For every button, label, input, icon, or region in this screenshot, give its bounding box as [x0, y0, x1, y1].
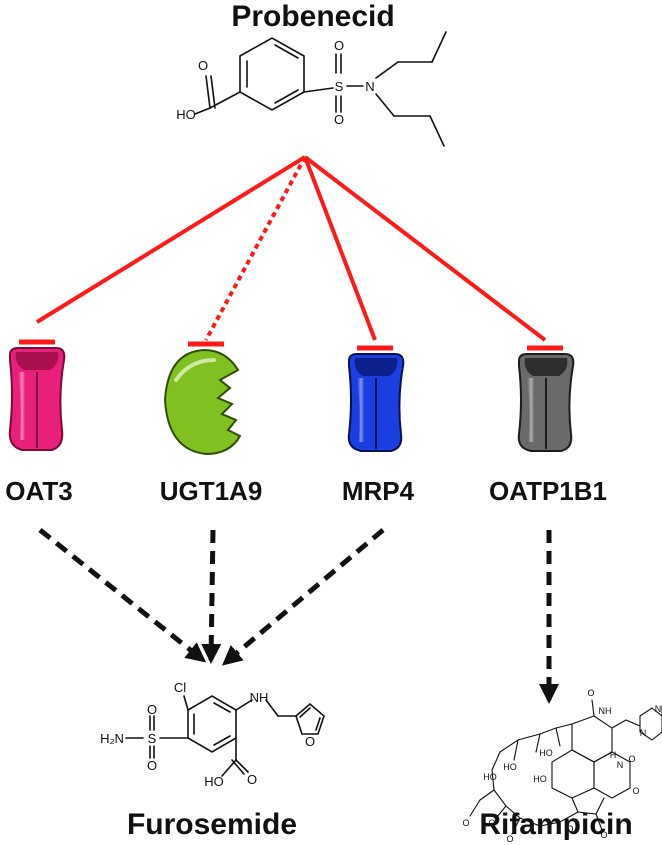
rifampicin-piperazine-n1: N: [640, 728, 647, 738]
probenecid-sulfonyl-oxygen-bottom: O: [334, 112, 344, 127]
arrow-ugt1a9-to-furosemide: [201, 529, 222, 664]
inhibition-line-ugt1a9: [204, 156, 307, 341]
protein-oatp1b1: OATP1B1: [489, 353, 607, 506]
rifampicin-hydroxyl-3: HO: [503, 762, 517, 772]
rifampicin-ketone-oxygen-2: O: [632, 786, 639, 796]
rifampicin-name: Rifampicin: [479, 808, 632, 841]
probenecid-nitrogen: N: [365, 79, 374, 94]
probenecid-sulfur: S: [335, 79, 344, 94]
protein-label-ugt1a9: UGT1A9: [160, 476, 263, 506]
protein-label-oatp1b1: OATP1B1: [489, 476, 607, 506]
rifampicin-imine-h: H: [610, 750, 617, 760]
probenecid-structure: O HO S O O N: [176, 31, 447, 147]
rifampicin-ring-oxygen-1: O: [566, 824, 573, 834]
arrow-oat3-to-furosemide: [38, 528, 207, 663]
probenecid-title: Probenecid: [231, 0, 394, 33]
rifampicin-piperazine-n2: N: [655, 704, 662, 714]
rifampicin-ketone-oxygen-1: O: [628, 754, 635, 764]
rifampicin-ring-oxygen-2: O: [600, 830, 607, 840]
furosemide-hydroxyl: HO: [204, 774, 224, 789]
inhibition-line-oatp1b1: [303, 155, 547, 342]
furosemide-name: Furosemide: [127, 808, 297, 841]
furosemide-furan-oxygen: O: [305, 734, 315, 749]
protein-oat3: OAT3: [5, 347, 73, 506]
furosemide-sulfonyl-oxygen-bottom: O: [147, 758, 157, 773]
rifampicin-methoxy-oxygen: O: [506, 834, 513, 844]
protein-mrp4: MRP4: [342, 353, 415, 506]
rifampicin-carbonyl-oxygen: O: [587, 688, 594, 698]
enzyme-icon: [163, 348, 242, 456]
rifampicin-ester-oxygen: O: [488, 818, 495, 828]
inhibition-line-mrp4: [303, 156, 377, 341]
rifampicin-hydroxyl-2: HO: [533, 774, 547, 784]
probenecid-hydroxyl: HO: [176, 107, 196, 122]
transport-arrows: [38, 528, 559, 704]
protein-ugt1a9: UGT1A9: [160, 348, 263, 506]
inhibition-lines: [19, 155, 563, 351]
rifampicin-amide: NH: [599, 706, 612, 716]
inhibition-line-oat3: [35, 155, 307, 324]
rifampicin-hydroxyl-4: HO: [483, 772, 497, 782]
rifampicin-hydroxyl-1: HO: [539, 748, 553, 758]
probenecid-sulfonyl-oxygen-top: O: [334, 38, 344, 53]
furosemide-carbonyl-oxygen: O: [247, 772, 257, 787]
furosemide-amino: H₂N: [100, 731, 124, 746]
furosemide-sulfonyl-oxygen-top: O: [147, 702, 157, 717]
furosemide-chloro: Cl: [174, 680, 186, 695]
protein-label-mrp4: MRP4: [342, 476, 415, 506]
rifampicin-imine-nitrogen: N: [617, 760, 624, 770]
rifampicin-structure: HO HO HO HO O NH O O H N N N O O O O O: [462, 688, 662, 844]
rifampicin-acetyl-oxygen: O: [462, 818, 469, 828]
protein-label-oat3: OAT3: [5, 476, 72, 506]
furosemide-structure: Cl S O O H₂N NH O O HO: [100, 680, 325, 789]
arrow-mrp4-to-furosemide: [221, 528, 385, 666]
furosemide-amine: NH: [250, 690, 269, 705]
probenecid-carbonyl-oxygen: O: [198, 58, 208, 73]
furosemide-sulfur: S: [148, 731, 157, 746]
